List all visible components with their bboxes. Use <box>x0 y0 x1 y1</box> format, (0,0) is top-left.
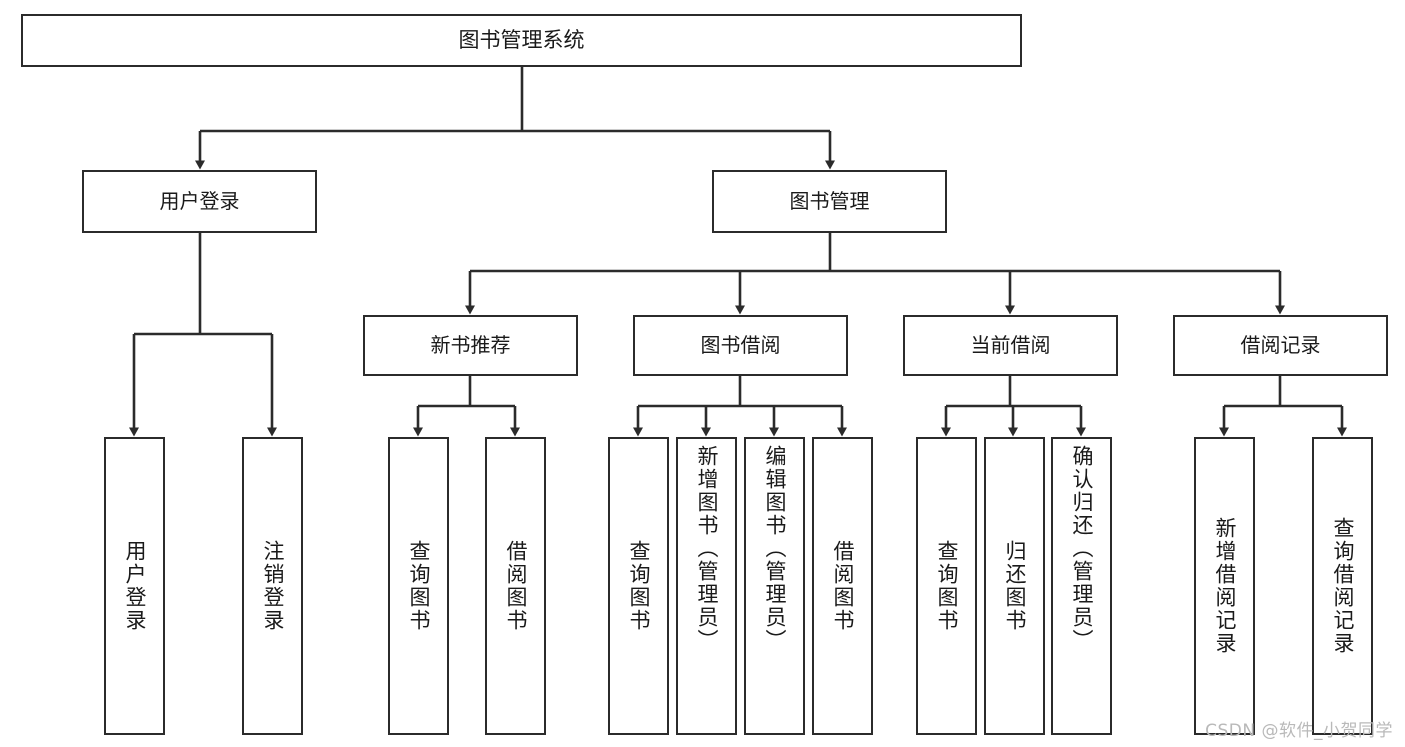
node-leaf-logout[interactable]: 注销登录 <box>242 437 303 735</box>
node-new-book-recommend[interactable]: 新书推荐 <box>363 315 578 376</box>
node-label: 归还图书 <box>1003 540 1027 632</box>
node-label: 新增图书（管理员） <box>695 445 719 652</box>
node-label: 用户登录 <box>159 188 240 213</box>
node-label: 用户登录 <box>123 540 147 632</box>
node-leaf-edit-book-admin[interactable]: 编辑图书（管理员） <box>744 437 805 735</box>
node-label: 新增借阅记录 <box>1213 517 1237 655</box>
node-label: 当前借阅 <box>970 332 1051 357</box>
node-leaf-query-book-recommend[interactable]: 查询图书 <box>388 437 449 735</box>
node-book-borrow[interactable]: 图书借阅 <box>633 315 848 376</box>
csdn-watermark: CSDN @软件_小贺同学 <box>1205 721 1393 741</box>
node-leaf-query-borrow-record[interactable]: 查询借阅记录 <box>1312 437 1373 735</box>
node-leaf-add-book-admin[interactable]: 新增图书（管理员） <box>676 437 737 735</box>
node-leaf-borrow-book-recommend[interactable]: 借阅图书 <box>485 437 546 735</box>
node-root-system[interactable]: 图书管理系统 <box>21 14 1022 67</box>
node-label: 查询图书 <box>627 540 651 632</box>
node-leaf-add-borrow-record[interactable]: 新增借阅记录 <box>1194 437 1255 735</box>
node-label: 查询图书 <box>407 540 431 632</box>
node-user-login[interactable]: 用户登录 <box>82 170 317 233</box>
node-label: 查询图书 <box>935 540 959 632</box>
node-book-management[interactable]: 图书管理 <box>712 170 947 233</box>
node-leaf-return-book[interactable]: 归还图书 <box>984 437 1045 735</box>
node-label: 图书借阅 <box>700 332 781 357</box>
node-label: 借阅图书 <box>831 540 855 632</box>
node-label: 新书推荐 <box>430 332 511 357</box>
node-current-borrow[interactable]: 当前借阅 <box>903 315 1118 376</box>
node-label: 借阅记录 <box>1240 332 1321 357</box>
node-label: 借阅图书 <box>504 540 528 632</box>
node-label: 图书管理 <box>789 188 870 213</box>
node-label: 确认归还（管理员） <box>1070 445 1094 652</box>
node-label: 注销登录 <box>261 540 285 632</box>
node-leaf-user-login[interactable]: 用户登录 <box>104 437 165 735</box>
node-leaf-borrow-book[interactable]: 借阅图书 <box>812 437 873 735</box>
node-label: 查询借阅记录 <box>1331 517 1355 655</box>
node-borrow-record[interactable]: 借阅记录 <box>1173 315 1388 376</box>
node-leaf-confirm-return-admin[interactable]: 确认归还（管理员） <box>1051 437 1112 735</box>
node-leaf-query-book[interactable]: 查询图书 <box>608 437 669 735</box>
node-label: 编辑图书（管理员） <box>763 445 787 652</box>
node-leaf-query-book-current[interactable]: 查询图书 <box>916 437 977 735</box>
node-label: 图书管理系统 <box>458 28 585 53</box>
